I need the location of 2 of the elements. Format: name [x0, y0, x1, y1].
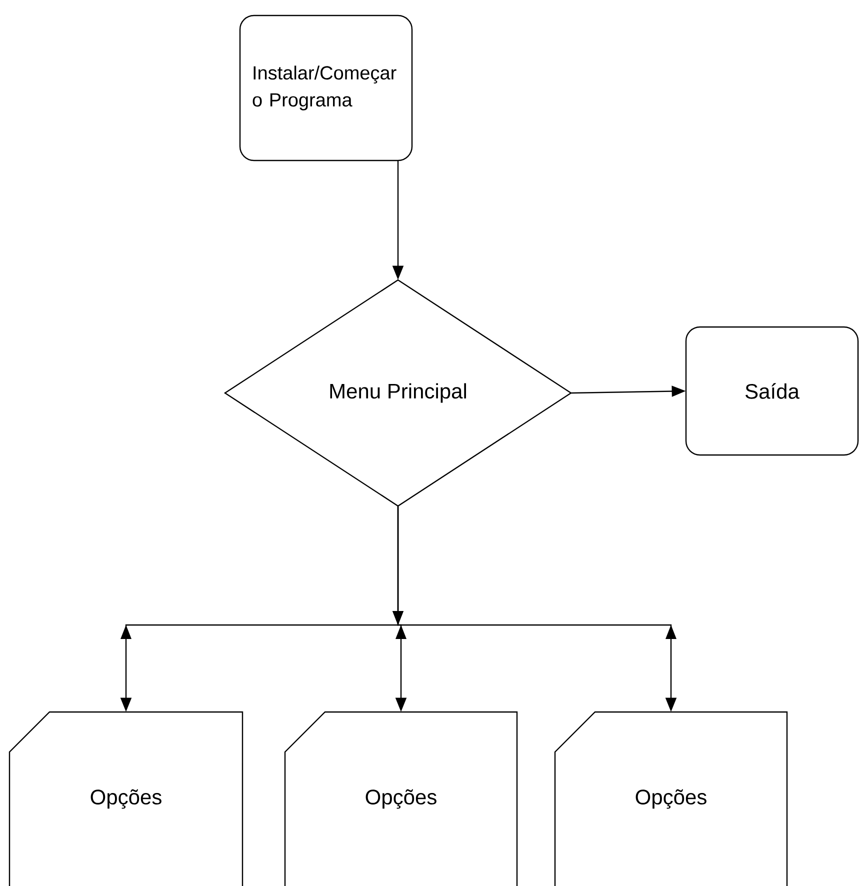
process-box: Instalar/Começar o Programa	[239, 14, 413, 162]
process-box: Saída	[685, 326, 859, 456]
